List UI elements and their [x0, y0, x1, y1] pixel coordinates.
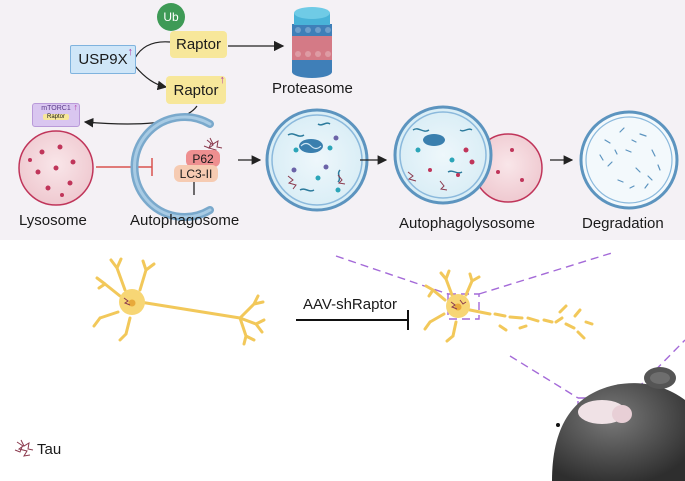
aav-shraptor-label: AAV-shRaptor [303, 296, 397, 313]
lysosome [18, 130, 94, 206]
mouse-brain-icon [552, 367, 685, 481]
treated-nucleus [454, 303, 462, 311]
tau-legend-icon [14, 439, 34, 457]
neuron-healthy [92, 257, 266, 346]
inhibit-lysosome-autophagosome [96, 158, 153, 176]
up-arrow-icon: ↑ [127, 46, 134, 58]
mtorc1-label: mTORC1 [41, 105, 71, 112]
up-arrow-icon: ↑ [219, 74, 226, 86]
autophagolysosome-label: Autophagolysosome [399, 215, 535, 232]
lc3-label: LC3-II [179, 166, 213, 181]
raptor-mid-label: Raptor [173, 81, 219, 99]
up-arrow-icon: ↑ [73, 102, 79, 112]
proteasome-icon [292, 7, 332, 78]
degradation-vesicle [579, 110, 679, 210]
raptor-top-label: Raptor [175, 36, 222, 53]
usp9x-label: USP9X [78, 51, 128, 68]
tau-in-treated-neuron [450, 299, 467, 310]
p62-lc3-complex [174, 150, 220, 195]
autophagosome [130, 113, 214, 221]
usp9x-connectors [134, 41, 171, 91]
lysosome-label: Lysosome [19, 212, 87, 229]
raptor-box-top: Raptor [170, 31, 227, 58]
tau-in-neuron [123, 297, 131, 306]
autophagosome-label: Autophagosome [130, 212, 240, 229]
neuron-nucleus [128, 299, 136, 307]
neuron-treated [423, 269, 492, 343]
degradation-label: Degradation [582, 215, 664, 232]
autophagosome-vesicle [265, 108, 369, 212]
raptor-box-mid: Raptor ↑ [166, 74, 226, 104]
mtorc1-complex: mTORC1 Raptor ↑ [32, 102, 80, 127]
tau-legend-label: Tau [37, 441, 62, 458]
autophagolysosome [393, 105, 543, 205]
p62-label: P62 [192, 151, 214, 166]
aav-inhibit-bar [296, 310, 409, 330]
ub-label: Ub [163, 10, 179, 24]
axon-fragments [493, 304, 594, 340]
proteasome-label: Proteasome [272, 80, 353, 97]
raptor-small-label: Raptor [42, 114, 69, 120]
ub-circle [157, 3, 185, 31]
usp9x-box: USP9X ↑ [70, 45, 136, 74]
